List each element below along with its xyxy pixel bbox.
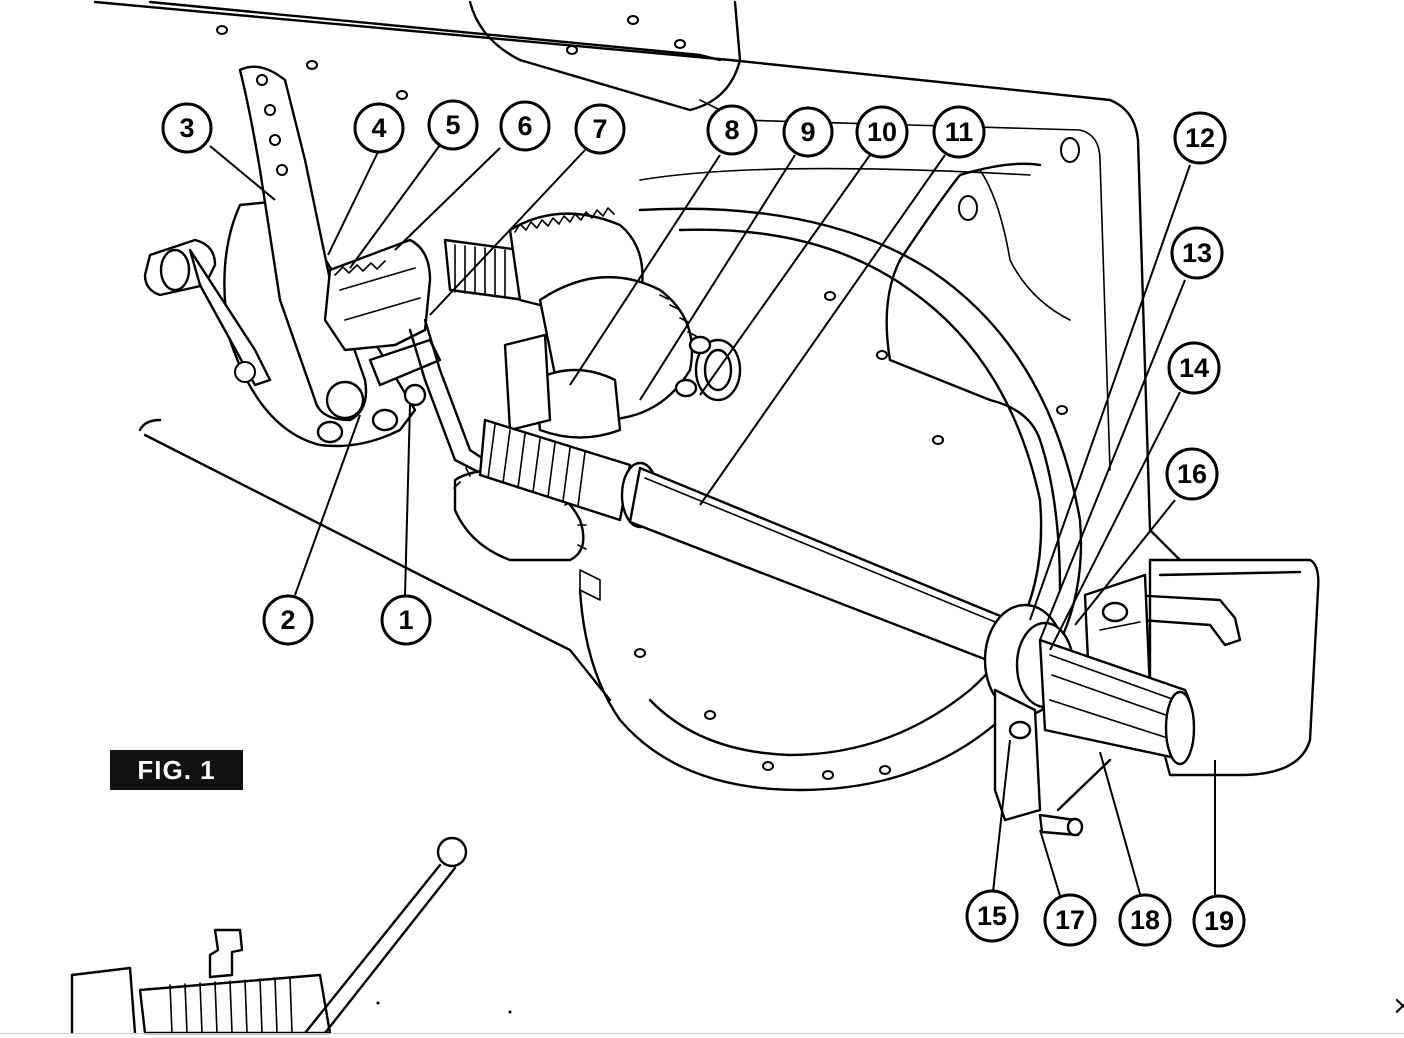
- callout-3-label: 3: [179, 113, 194, 143]
- callout-1: 1: [380, 594, 432, 646]
- callout-10: 10: [855, 105, 909, 159]
- figure-label: FIG. 1: [110, 750, 243, 790]
- callout-2: 2: [262, 594, 314, 646]
- callout-7: 7: [574, 103, 626, 155]
- gear-train: [443, 207, 742, 562]
- callout-5: 5: [427, 99, 479, 151]
- callout-12: 12: [1173, 111, 1227, 165]
- callout-11-label: 11: [945, 117, 974, 147]
- callout-15-label: 15: [977, 901, 1007, 931]
- callout-8: 8: [706, 104, 758, 156]
- callout-19: 19: [1192, 894, 1246, 948]
- callout-16-label: 16: [1177, 459, 1207, 489]
- close-icon[interactable]: ×: [1392, 991, 1404, 1021]
- callout-8-label: 8: [724, 115, 739, 145]
- callout-7-label: 7: [592, 114, 607, 144]
- callout-17: 17: [1043, 893, 1097, 947]
- callout-11: 11: [932, 105, 986, 159]
- callout-17-label: 17: [1055, 905, 1085, 935]
- callout-19-label: 19: [1204, 906, 1234, 936]
- leader-lines: [209, 144, 1216, 897]
- bottom-divider: [0, 1033, 1404, 1034]
- callout-9-label: 9: [800, 117, 815, 147]
- callout-4: 4: [353, 102, 405, 154]
- secondary-figure-partial: [70, 836, 512, 1035]
- callout-18-label: 18: [1130, 905, 1160, 935]
- callout-18: 18: [1118, 893, 1172, 947]
- callout-6: 6: [499, 100, 551, 152]
- callout-14: 14: [1167, 341, 1221, 395]
- callout-9: 9: [782, 106, 834, 158]
- callout-10-label: 10: [867, 117, 897, 147]
- callout-6-label: 6: [517, 111, 532, 141]
- callout-14-label: 14: [1179, 353, 1209, 383]
- callout-13-label: 13: [1182, 238, 1212, 268]
- transmission-housing: [93, 0, 1182, 702]
- callout-2-label: 2: [280, 605, 295, 635]
- callout-13: 13: [1170, 226, 1224, 280]
- callout-12-label: 12: [1185, 123, 1215, 153]
- callout-1-label: 1: [398, 605, 413, 635]
- callout-16: 16: [1165, 447, 1219, 501]
- callout-5-label: 5: [445, 110, 460, 140]
- callout-4-label: 4: [371, 113, 386, 143]
- callout-15: 15: [965, 889, 1019, 943]
- pto-shaft: [628, 466, 1012, 667]
- rear-output-assembly: [983, 558, 1320, 837]
- callout-3: 3: [161, 102, 213, 154]
